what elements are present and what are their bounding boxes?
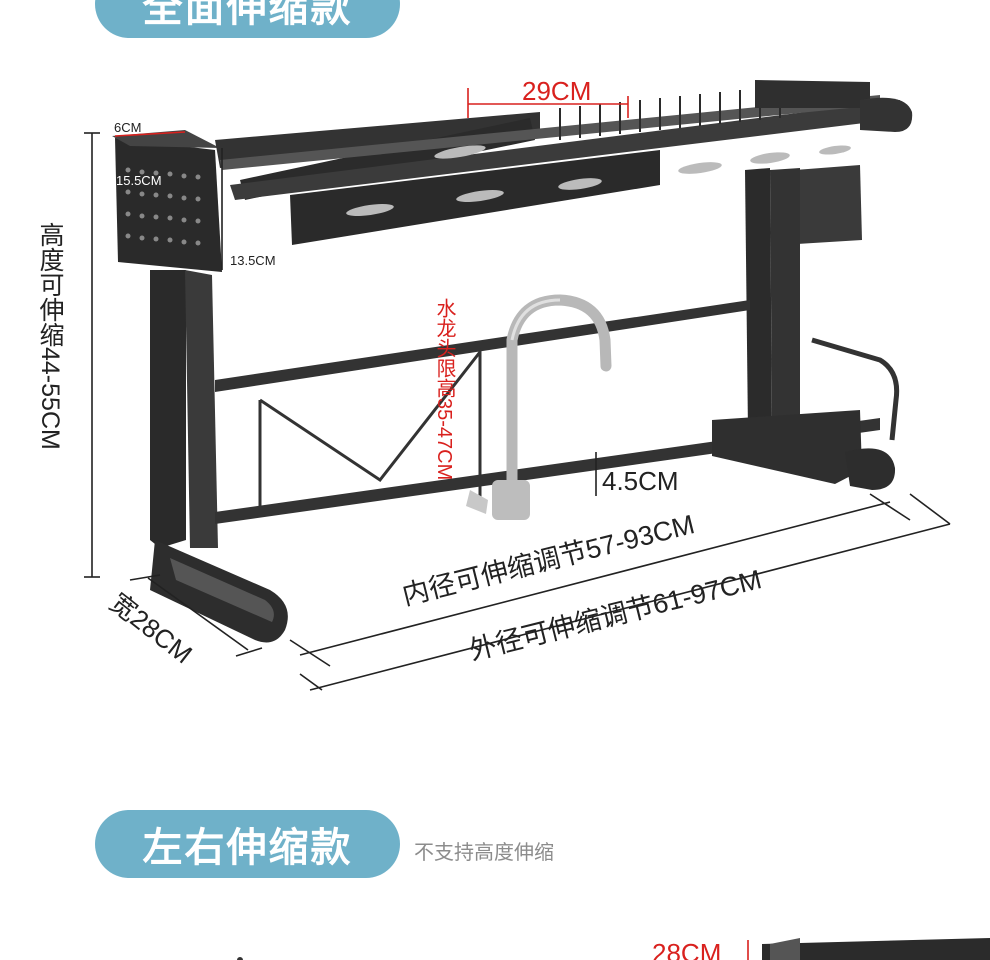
- second-width-label: 28CM: [652, 938, 721, 960]
- section-title-horizontal-telescopic: 左右伸缩款: [95, 810, 400, 878]
- rack-drawing: [112, 80, 913, 643]
- section-title-label: 全面伸缩款: [142, 0, 353, 30]
- red-dimension-lines: [114, 88, 629, 137]
- section-title-label: 左右伸缩款: [142, 826, 353, 870]
- box-height-label: 15.5CM: [116, 173, 162, 188]
- section-title-full-telescopic: 全面伸缩款: [95, 0, 400, 38]
- box-width-label: 6CM: [114, 120, 141, 135]
- second-rack-drawing: [237, 938, 990, 960]
- height-range-label: 高度可伸缩44-55CM: [36, 222, 65, 450]
- dimension-lines: [84, 132, 951, 691]
- faucet-limit-label: 水龙头限高35-47CM: [433, 298, 456, 481]
- top-width-label: 29CM: [522, 76, 591, 106]
- box-depth-label: 13.5CM: [230, 253, 276, 268]
- gap-label: 4.5CM: [602, 466, 679, 496]
- section-note: 不支持高度伸缩: [414, 842, 554, 864]
